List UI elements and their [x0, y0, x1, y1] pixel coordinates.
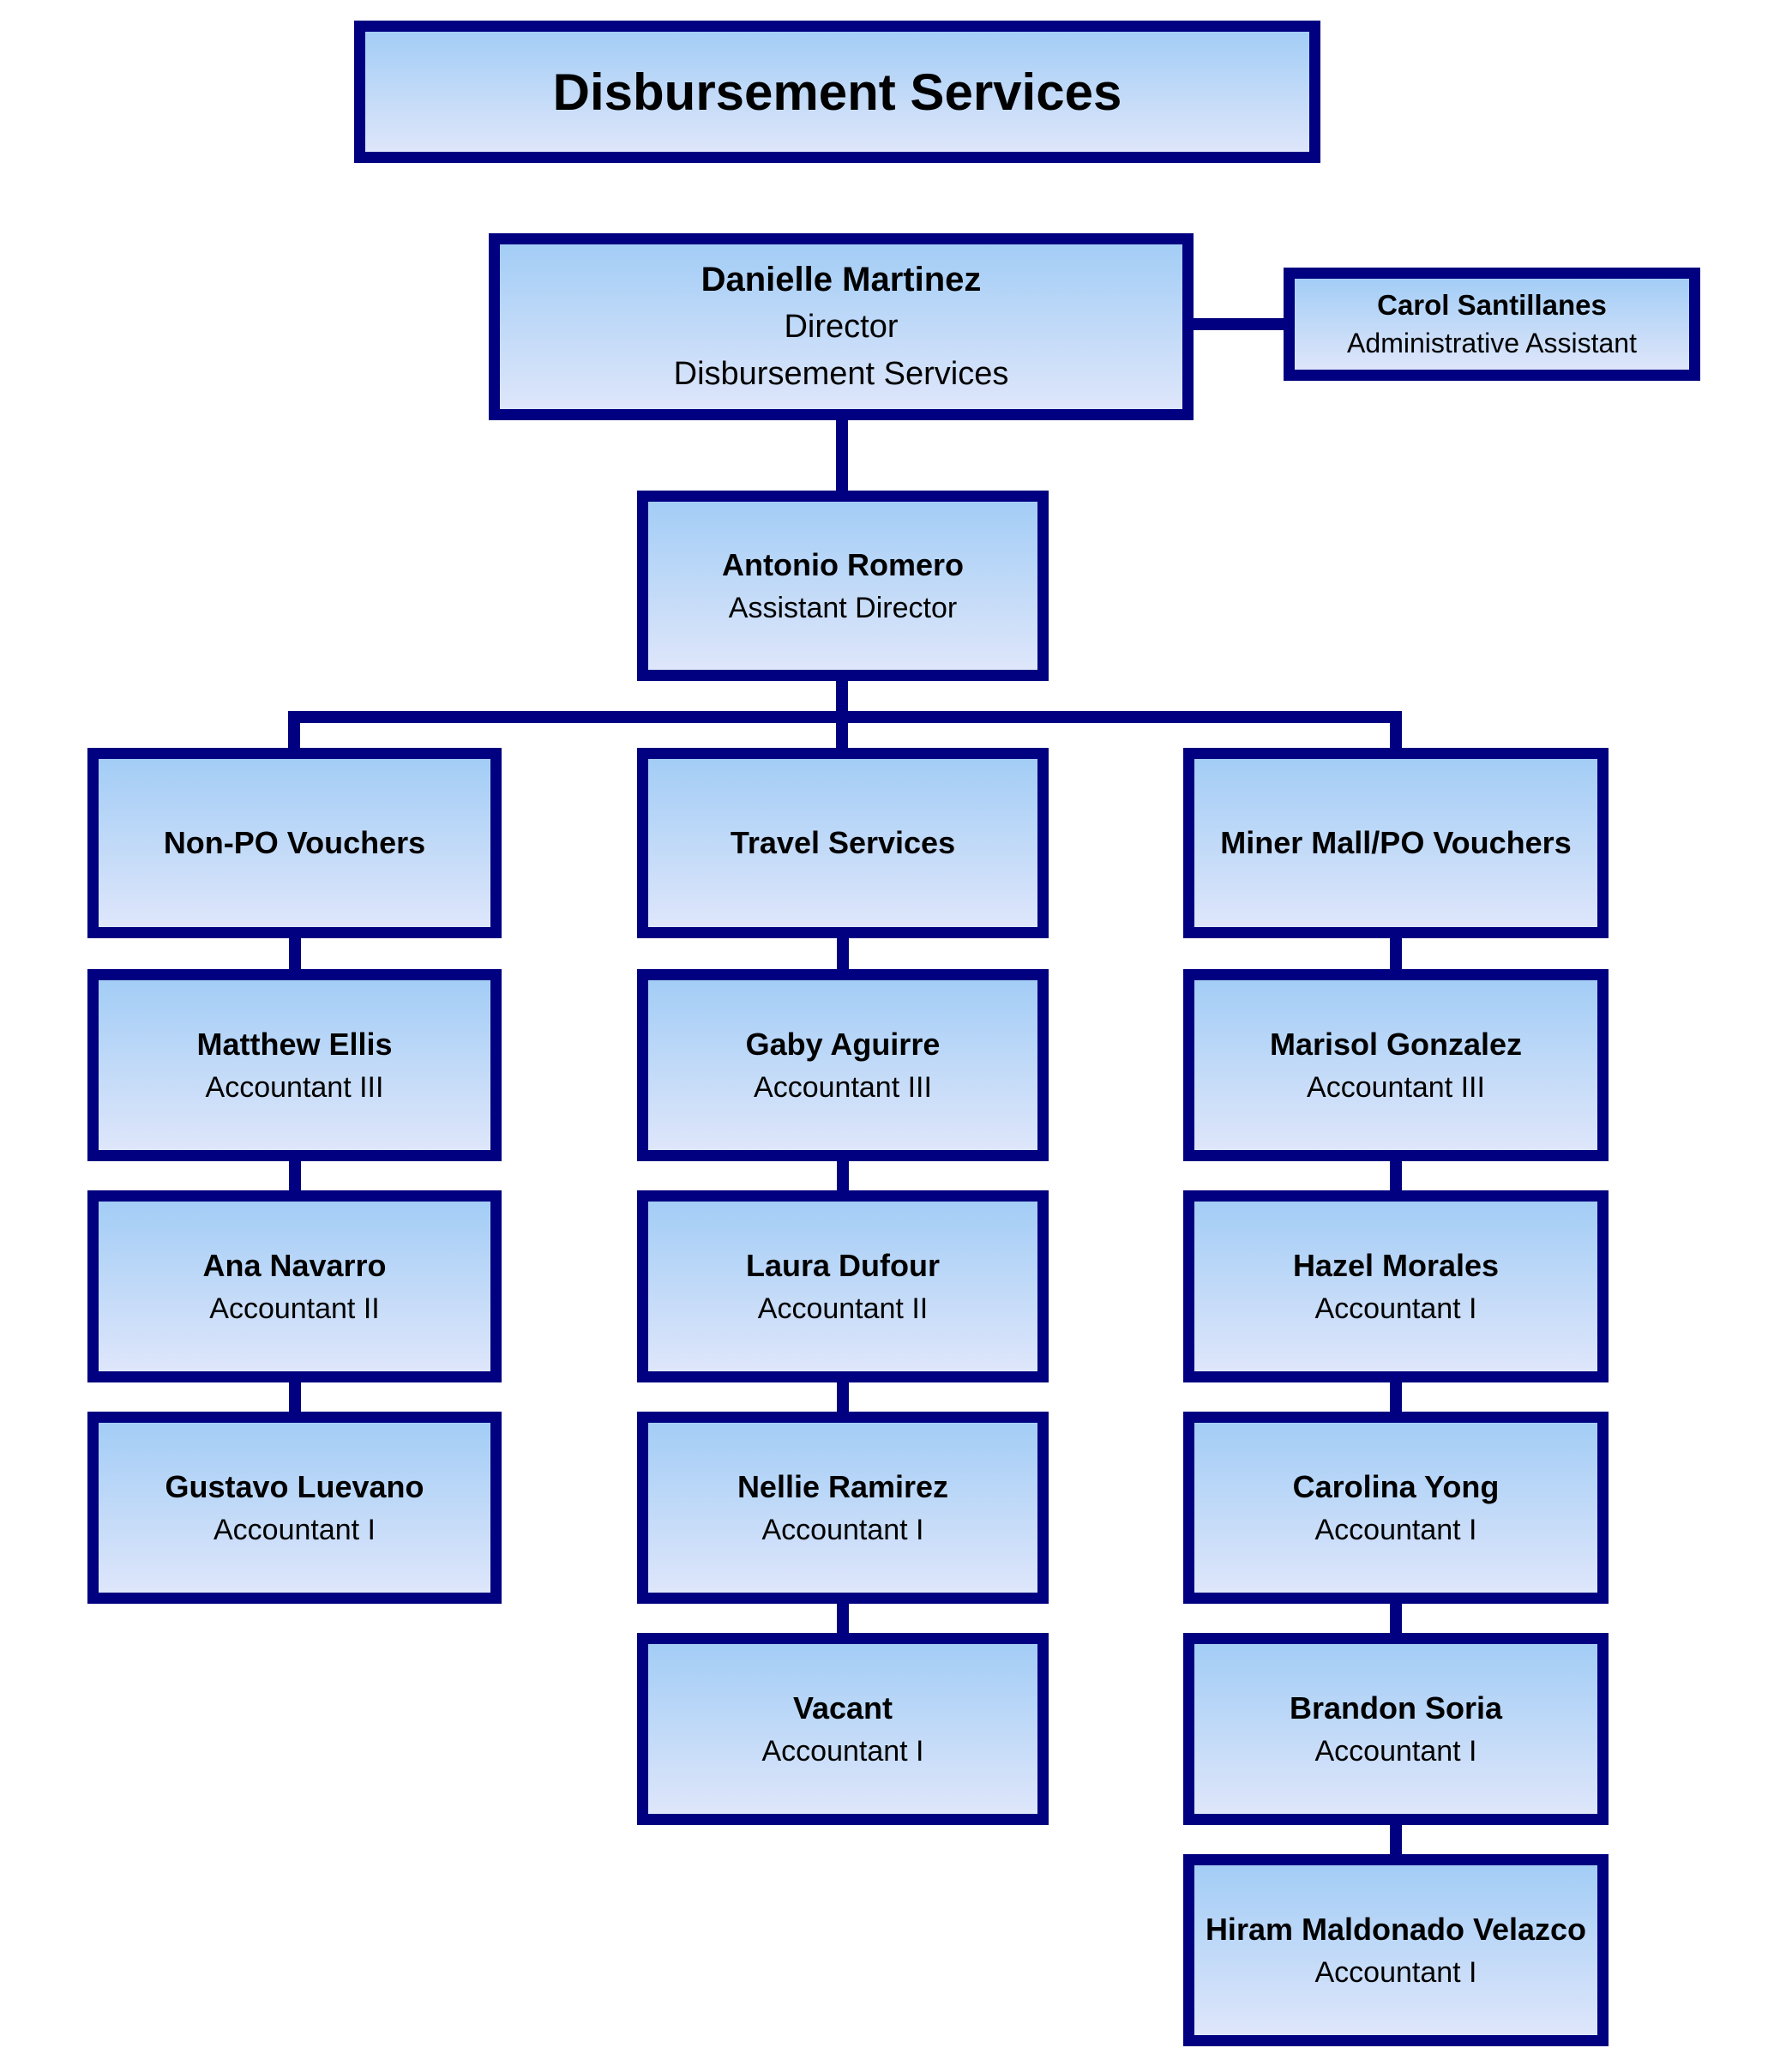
person-name: Carol Santillanes — [1377, 289, 1607, 322]
person-name: Carolina Yong — [1292, 1469, 1500, 1505]
person-name: Brandon Soria — [1289, 1690, 1503, 1726]
connector-column-stub — [837, 1158, 849, 1197]
member-box: Ana Navarro Accountant II — [87, 1190, 502, 1382]
person-title: Accountant III — [1307, 1071, 1485, 1105]
member-box: Hazel Morales Accountant I — [1183, 1190, 1609, 1382]
member-box: Carolina Yong Accountant I — [1183, 1412, 1609, 1604]
member-box: Vacant Accountant I — [637, 1633, 1049, 1825]
person-title: Director — [784, 308, 899, 345]
member-box: Matthew Ellis Accountant III — [87, 969, 502, 1161]
team-header-box: Non-PO Vouchers — [87, 748, 502, 938]
member-box: Gaby Aguirre Accountant III — [637, 969, 1049, 1161]
person-name: Hazel Morales — [1292, 1248, 1500, 1284]
connector-branch-horizontal — [288, 711, 1402, 723]
chart-title: Disbursement Services — [552, 63, 1122, 121]
connector-branch-right-stub — [1390, 711, 1402, 755]
person-title: Accountant I — [1314, 1514, 1477, 1547]
admin-assistant-box: Carol Santillanes Administrative Assista… — [1284, 268, 1700, 381]
director-box: Danielle Martinez Director Disbursement … — [489, 233, 1194, 420]
connector-column-stub — [1390, 1822, 1402, 1861]
team-name: Miner Mall/PO Vouchers — [1220, 825, 1572, 860]
member-box: Hiram Maldonado Velazco Accountant I — [1183, 1854, 1609, 2046]
person-title: Accountant I — [1314, 1735, 1477, 1768]
member-box: Marisol Gonzalez Accountant III — [1183, 969, 1609, 1161]
member-box: Nellie Ramirez Accountant I — [637, 1412, 1049, 1604]
person-title: Accountant I — [1314, 1292, 1477, 1326]
connector-column-stub — [837, 1600, 849, 1640]
connector-column-stub — [288, 1158, 301, 1197]
connector-column-stub — [837, 1379, 849, 1418]
person-name: Gustavo Luevano — [165, 1469, 424, 1505]
connector-column-stub — [288, 935, 301, 976]
person-name: Gaby Aguirre — [745, 1027, 941, 1063]
team-header-box: Travel Services — [637, 748, 1049, 938]
team-name: Non-PO Vouchers — [163, 825, 426, 860]
connector-director-to-assistant-director — [836, 414, 848, 496]
person-title: Accountant I — [213, 1514, 376, 1547]
person-name: Marisol Gonzalez — [1269, 1027, 1523, 1063]
person-title: Assistant Director — [728, 592, 958, 625]
connector-column-stub — [288, 1379, 301, 1418]
person-title: Accountant I — [761, 1514, 924, 1547]
person-name: Nellie Ramirez — [737, 1469, 949, 1505]
assistant-director-box: Antonio Romero Assistant Director — [637, 491, 1049, 681]
connector-director-to-admin — [1188, 318, 1287, 330]
person-title: Accountant III — [205, 1071, 384, 1105]
person-title: Administrative Assistant — [1347, 327, 1637, 358]
person-name: Antonio Romero — [722, 547, 964, 583]
member-box: Gustavo Luevano Accountant I — [87, 1412, 502, 1604]
connector-column-stub — [1390, 935, 1402, 976]
person-name: Danielle Martinez — [701, 260, 982, 298]
chart-title-box: Disbursement Services — [354, 21, 1320, 163]
person-name: Vacant — [792, 1690, 893, 1726]
person-title: Accountant II — [209, 1292, 380, 1326]
person-title: Accountant I — [1314, 1956, 1477, 1990]
connector-column-stub — [1390, 1158, 1402, 1197]
team-header-box: Miner Mall/PO Vouchers — [1183, 748, 1609, 938]
person-name: Laura Dufour — [745, 1248, 940, 1284]
person-title: Accountant I — [761, 1735, 924, 1768]
person-name: Matthew Ellis — [196, 1027, 393, 1063]
team-name: Travel Services — [730, 825, 956, 860]
connector-column-stub — [1390, 1379, 1402, 1418]
connector-branch-left-stub — [288, 711, 300, 755]
person-title: Accountant III — [754, 1071, 932, 1105]
member-box: Laura Dufour Accountant II — [637, 1190, 1049, 1382]
connector-column-stub — [837, 935, 849, 976]
person-name: Ana Navarro — [202, 1248, 387, 1284]
person-department: Disbursement Services — [673, 356, 1009, 392]
connector-column-stub — [1390, 1600, 1402, 1640]
member-box: Brandon Soria Accountant I — [1183, 1633, 1609, 1825]
person-name: Hiram Maldonado Velazco — [1205, 1912, 1587, 1948]
person-title: Accountant II — [757, 1292, 929, 1326]
